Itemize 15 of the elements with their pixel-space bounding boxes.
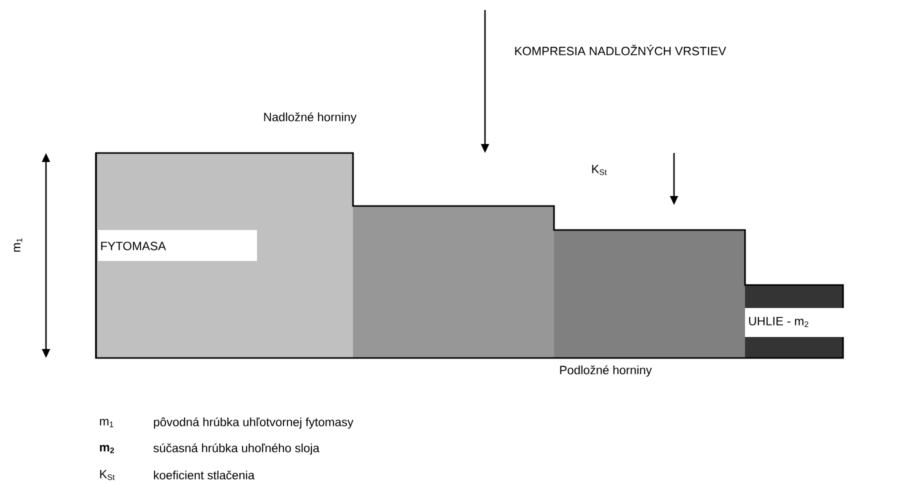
- dimension-label: m$_{1}$: [14, 238, 22, 252]
- stratum-block: [554, 230, 745, 358]
- layer-label: Nadložné horniny: [264, 112, 357, 124]
- stratum-block: UHLIE - m$_{2}$: [745, 285, 849, 358]
- stratum-block: [353, 206, 554, 358]
- layer-label: Podložné horniny: [560, 365, 652, 377]
- legend-symbol: m$_{1}$: [100, 418, 114, 428]
- legend-symbol: m$_{2}$: [100, 444, 114, 454]
- symbol-label: K$_{St}$: [592, 164, 607, 176]
- legend-symbol: K$_{St}$: [100, 470, 115, 480]
- legend-text: pôvodná hrúbka uhľotvornej fytomasy: [154, 417, 354, 429]
- legend-text: koeficient stlačenia: [154, 470, 255, 480]
- legend-text: súčasná hrúbka uhoľného sloja: [154, 443, 320, 455]
- heading: KOMPRESIA NADLOŽNÝCH VRSTIEV: [515, 44, 726, 56]
- stratum-block: FYTOMASA: [96, 153, 353, 358]
